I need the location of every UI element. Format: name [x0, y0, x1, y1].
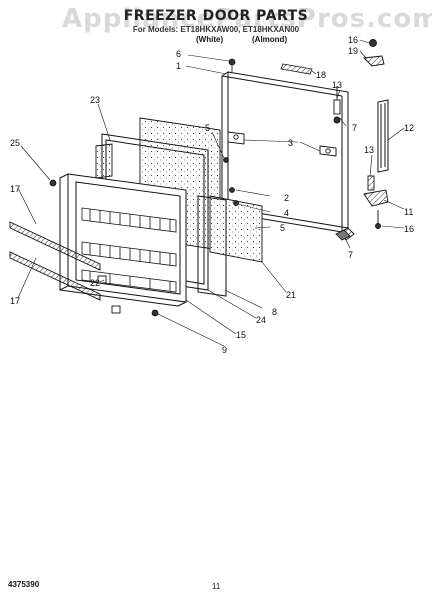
page-number: 11	[212, 582, 221, 591]
page-title: FREEZER DOOR PARTS	[123, 8, 309, 24]
callout-22: 22	[90, 278, 100, 288]
callout-25: 25	[10, 138, 20, 148]
part-number: 4375390	[8, 580, 40, 589]
callout-17-upper: 17	[10, 184, 20, 194]
callout-24: 24	[256, 315, 266, 325]
door-handle	[377, 99, 389, 173]
callout-13-upper: 13	[332, 80, 342, 90]
door-shelf-ribs	[81, 207, 177, 293]
callout-19: 19	[348, 46, 358, 56]
callout-16-lower: 16	[404, 224, 414, 234]
callout-4: 4	[284, 208, 289, 218]
callout-5-lower: 5	[280, 223, 285, 233]
door-label-strip	[280, 63, 313, 75]
callout-21: 21	[286, 290, 296, 300]
callout-8: 8	[272, 307, 277, 317]
callout-3: 3	[288, 138, 293, 148]
callout-23: 23	[90, 95, 100, 105]
inner-door-liner	[59, 173, 187, 307]
hinge-brackets	[227, 131, 337, 157]
finish-almond-label: (Almond)	[252, 35, 288, 44]
callout-7-upper: 7	[352, 123, 357, 133]
callout-6: 6	[176, 49, 181, 59]
callout-5-upper: 5	[205, 123, 210, 133]
callout-16-upper: 16	[348, 35, 358, 45]
door-shelf-bars	[9, 221, 101, 301]
callout-15: 15	[236, 330, 246, 340]
model-list: For Models: ET18HKXAW00, ET18HKXAN00	[132, 25, 300, 34]
finish-white-label: (White)	[196, 35, 224, 44]
upper-hinge-assembly	[333, 39, 385, 124]
leader-lines	[17, 39, 405, 347]
callout-9: 9	[222, 345, 227, 355]
door-screws	[49, 157, 351, 317]
callout-11: 11	[404, 207, 413, 217]
callout-18: 18	[316, 70, 326, 80]
callout-numbers: 1 2 3 4 5 5 6 7 7 8 9 11 12 13 13 15 16 …	[10, 35, 414, 355]
callout-7-lower: 7	[348, 250, 353, 260]
callout-2: 2	[284, 193, 289, 203]
shelf-end-caps	[97, 275, 121, 314]
callout-13-lower: 13	[364, 145, 374, 155]
top-screw	[228, 58, 236, 72]
callout-12: 12	[404, 123, 414, 133]
watermark: AppliancePartsPros.com	[62, 4, 432, 34]
lower-hinge-assembly	[363, 175, 389, 229]
callout-1: 1	[176, 61, 181, 71]
callout-17-lower: 17	[10, 296, 20, 306]
